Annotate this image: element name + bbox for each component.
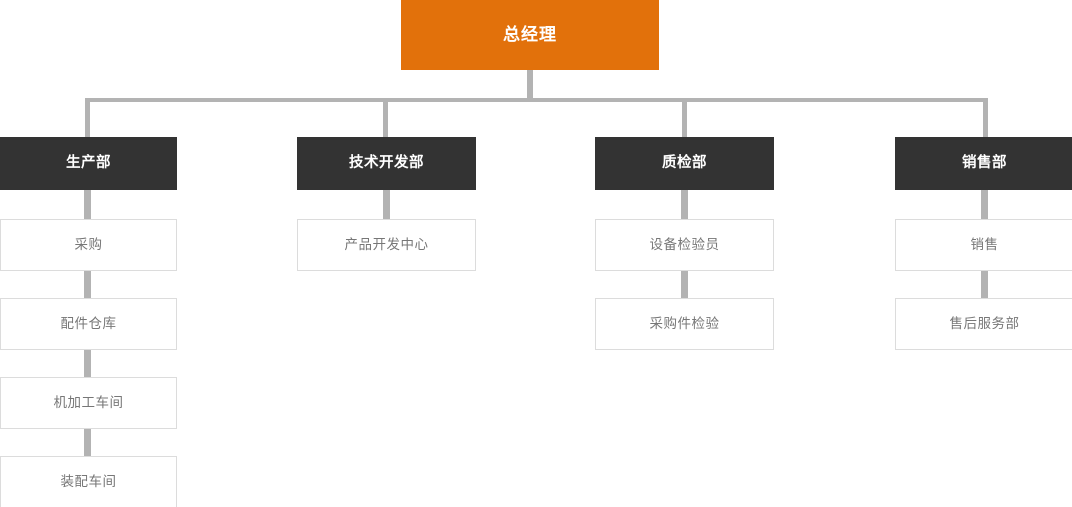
node-department-4-child-2[interactable]: 售后服务部 <box>895 298 1072 350</box>
connector-drop-dept-2 <box>383 98 388 138</box>
connector-dept4-child1 <box>981 190 988 219</box>
node-department-4-child-1[interactable]: 销售 <box>895 219 1072 271</box>
connector-drop-dept-4 <box>983 98 988 138</box>
node-label: 机加工车间 <box>53 394 124 411</box>
connector-dept1-child3 <box>84 350 91 377</box>
node-department-1-child-2[interactable]: 配件仓库 <box>0 298 177 350</box>
node-label: 生产部 <box>66 154 111 171</box>
connector-dept3-child1 <box>681 190 688 219</box>
node-department-2[interactable]: 技术开发部 <box>297 137 476 190</box>
node-department-1-child-3[interactable]: 机加工车间 <box>0 377 177 429</box>
node-department-1-child-4[interactable]: 装配车间 <box>0 456 177 507</box>
connector-dept4-child2 <box>981 271 988 298</box>
node-label: 销售 <box>970 236 999 253</box>
node-department-2-child-1[interactable]: 产品开发中心 <box>297 219 476 271</box>
node-label: 设备检验员 <box>649 236 720 253</box>
connector-dept2-child1 <box>383 190 390 219</box>
node-department-4[interactable]: 销售部 <box>895 137 1072 190</box>
node-general-manager[interactable]: 总经理 <box>401 0 659 70</box>
node-label: 总经理 <box>503 24 557 45</box>
connector-dept1-child1 <box>84 190 91 219</box>
node-label: 产品开发中心 <box>344 236 429 253</box>
node-department-1[interactable]: 生产部 <box>0 137 177 190</box>
node-label: 采购 <box>74 236 103 253</box>
node-label: 销售部 <box>962 154 1007 171</box>
connector-root-stem <box>527 70 533 101</box>
node-label: 技术开发部 <box>349 154 424 171</box>
node-department-3-child-2[interactable]: 采购件检验 <box>595 298 774 350</box>
connector-dept1-child2 <box>84 271 91 298</box>
node-department-3[interactable]: 质检部 <box>595 137 774 190</box>
node-label: 采购件检验 <box>649 315 720 332</box>
node-label: 质检部 <box>662 154 707 171</box>
connector-dept1-child4 <box>84 429 91 456</box>
connector-drop-dept-1 <box>85 98 90 138</box>
node-department-1-child-1[interactable]: 采购 <box>0 219 177 271</box>
connector-drop-dept-3 <box>682 98 687 138</box>
node-label: 配件仓库 <box>60 315 117 332</box>
node-department-3-child-1[interactable]: 设备检验员 <box>595 219 774 271</box>
node-label: 装配车间 <box>60 473 117 490</box>
connector-horizontal-bus <box>85 98 988 102</box>
connector-dept3-child2 <box>681 271 688 298</box>
node-label: 售后服务部 <box>949 315 1020 332</box>
